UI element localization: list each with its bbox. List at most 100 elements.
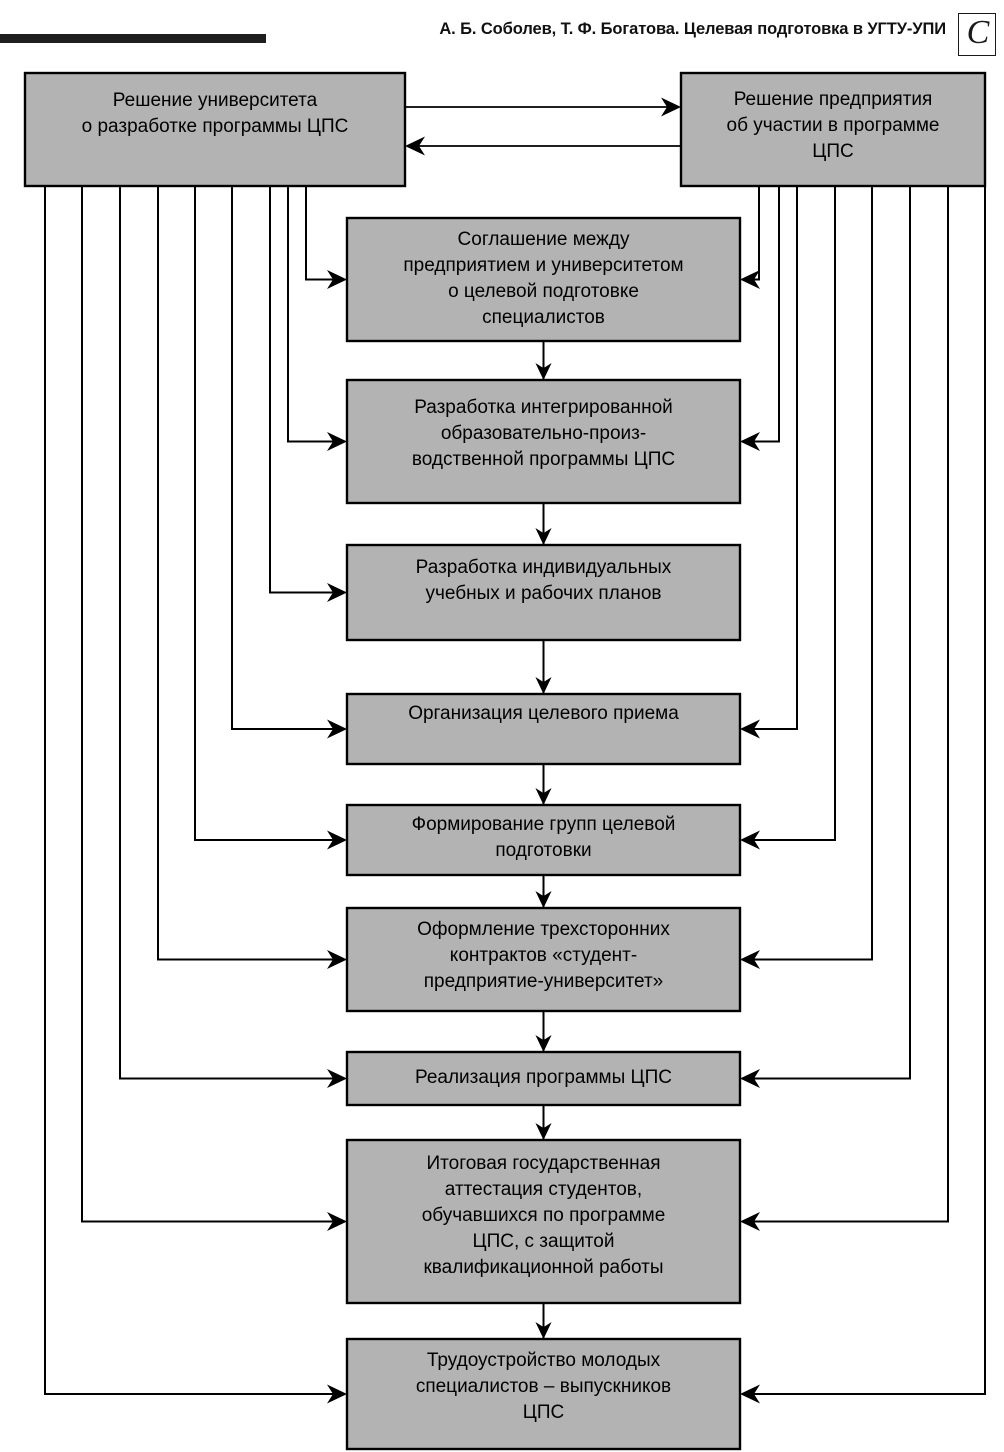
node-box (345, 1337, 742, 1451)
node-box (345, 692, 742, 766)
flow-node-program[interactable]: Разработка интегрированнойобразовательно… (345, 378, 742, 505)
node-label-line: Разработка интегрированной (414, 397, 673, 418)
flow-node-plans[interactable]: Разработка индивидуальных учебных и рабоч… (345, 543, 742, 642)
node-label-line: о разработке программы ЦПС (82, 116, 349, 137)
flow-node-contracts[interactable]: Оформление трехсторонних контрактов «студ… (345, 906, 742, 1013)
node-label-line: квалификационной работы (423, 1257, 663, 1278)
node-label-line: специалистов (482, 307, 605, 328)
node-label-line: предприятием и университетом (403, 255, 683, 276)
node-label-line: аттестация студентов, (445, 1179, 642, 1200)
node-label-line: ЦПС, с защитой (473, 1231, 615, 1252)
arrowhead (327, 1384, 347, 1404)
connector-line (305, 186, 343, 281)
node-box (23, 71, 407, 188)
arrowhead (740, 1384, 760, 1404)
connector-line (194, 186, 343, 841)
arrowhead (535, 1322, 552, 1339)
node-label-line: Решение предприятия (734, 89, 933, 110)
connector-line (44, 186, 343, 1395)
connector-line (744, 186, 798, 730)
connector-line (287, 186, 343, 443)
node-box (345, 216, 742, 343)
flow-node-university[interactable]: Решение университета о разработке програм… (23, 71, 407, 188)
node-label-line: водственной программы ЦПС (412, 449, 675, 470)
node-label-line: Оформление трехсторонних (417, 919, 670, 940)
connector-line (744, 186, 760, 281)
arrowhead (661, 97, 681, 117)
node-box (345, 1138, 742, 1305)
arrowhead (535, 1123, 552, 1140)
node-box (345, 378, 742, 505)
node-box (345, 803, 742, 877)
node-label-line: Формирование групп целевой (412, 814, 676, 835)
arrowhead (535, 528, 552, 545)
arrowhead (327, 1212, 347, 1231)
page-header: А. Б. Соболев, Т. Ф. Богатова. Целевая п… (0, 0, 1004, 62)
connector-line (157, 186, 343, 961)
node-label-line: контрактов «студент- (450, 945, 637, 966)
node-box (345, 543, 742, 642)
connector-line (744, 186, 949, 1223)
arrowhead (327, 950, 347, 969)
arrowhead (327, 270, 347, 289)
arrowhead (327, 583, 347, 602)
flow-node-employment[interactable]: Трудоустройство молодых специалистов – вы… (345, 1337, 742, 1451)
connector-line (744, 186, 873, 961)
node-label-line: ЦПС (523, 1402, 564, 1423)
arrowhead (535, 891, 552, 908)
node-label-line: обучавшихся по программе (422, 1205, 666, 1226)
node-label-line: Решение университета (113, 90, 318, 111)
flow-node-realization[interactable]: Реализация программы ЦПС (345, 1050, 742, 1107)
node-label-line: Соглашение между (458, 229, 630, 250)
connector-line (744, 186, 911, 1080)
flow-node-attestation[interactable]: Итоговая государственная аттестация студе… (345, 1138, 742, 1305)
arrowhead (327, 719, 347, 739)
node-box (345, 906, 742, 1013)
node-label-line: подготовки (495, 840, 591, 861)
node-label-line: Организация целевого приема (408, 703, 679, 724)
flow-node-groups[interactable]: Формирование групп целевой подготовки (345, 803, 742, 877)
connector-line (744, 186, 780, 443)
journal-logo: C (958, 13, 996, 56)
arrowhead (740, 432, 760, 451)
header-rule-decoration (0, 34, 266, 43)
arrowhead (327, 830, 347, 850)
arrowhead (740, 719, 760, 739)
node-label-line: Разработка индивидуальных (416, 557, 672, 578)
connector-line (744, 186, 836, 841)
node-label-line: специалистов – выпускников (416, 1376, 671, 1397)
flow-node-agreement[interactable]: Соглашение между предприятием и университ… (345, 216, 742, 343)
arrowhead (535, 677, 552, 694)
node-label-line: ЦПС (812, 141, 853, 162)
nodes-layer: Решение университета о разработке програм… (23, 71, 987, 1451)
arrowhead (327, 432, 347, 451)
connector-line (269, 186, 343, 594)
node-box (345, 1050, 742, 1107)
node-label-line: учебных и рабочих планов (425, 583, 661, 604)
connector-line (744, 186, 986, 1395)
node-label-line: предприятие-университет» (424, 971, 664, 992)
arrowhead (740, 1212, 760, 1231)
connector-line (81, 186, 343, 1223)
arrowhead (535, 788, 552, 805)
logo-letter-c: C (966, 14, 990, 51)
arrowhead (535, 363, 552, 380)
arrowhead (405, 136, 425, 156)
edges-layer (44, 97, 986, 1404)
flow-node-admission[interactable]: Организация целевого приема (345, 692, 742, 766)
node-label-line: Реализация программы ЦПС (415, 1067, 672, 1088)
arrowhead (740, 830, 760, 850)
node-label-line: Трудоустройство молодых (427, 1350, 661, 1371)
page-title: А. Б. Соболев, Т. Ф. Богатова. Целевая п… (439, 20, 946, 38)
arrowhead (535, 1035, 552, 1052)
arrowhead (327, 1069, 347, 1088)
node-label-line: Итоговая государственная (427, 1153, 661, 1174)
arrowhead (740, 950, 760, 969)
arrowhead (740, 270, 760, 289)
node-box (679, 71, 987, 188)
arrowhead (740, 1069, 760, 1088)
